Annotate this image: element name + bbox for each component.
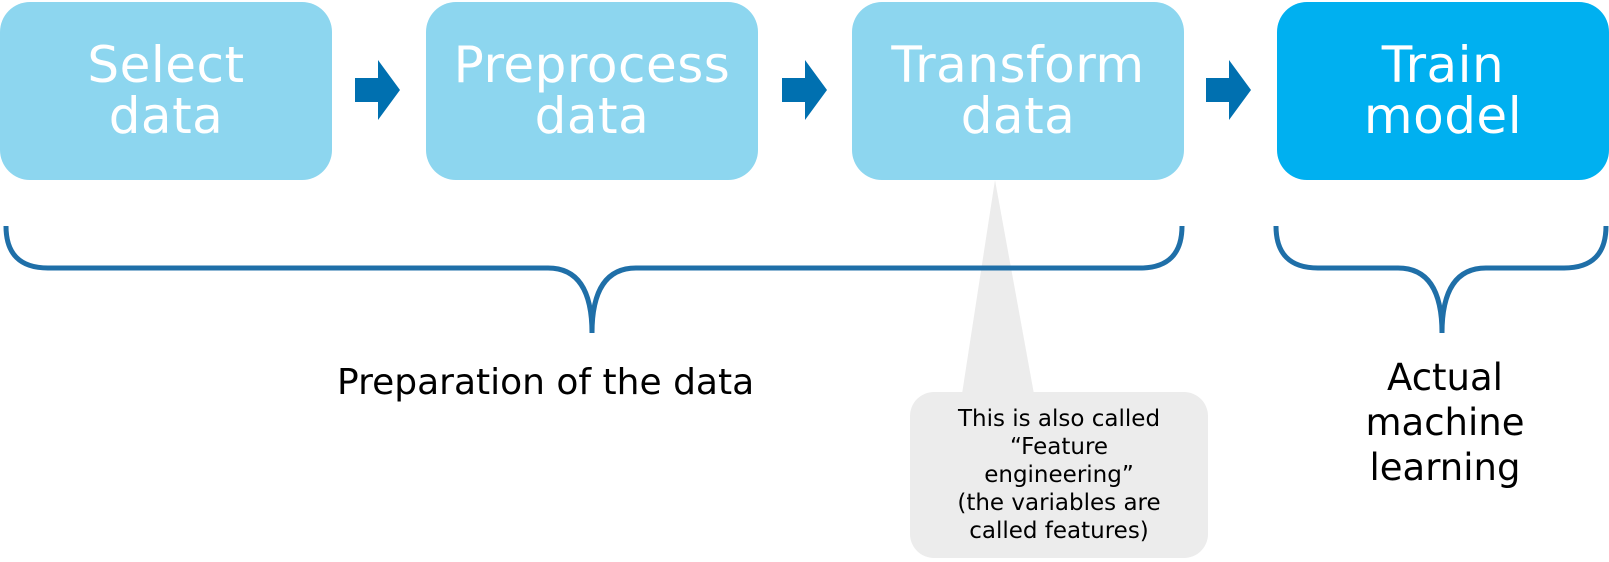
preparation-brace (3, 225, 1185, 334)
step-transform-data: Transform data (852, 2, 1184, 180)
callout-line5: called features) (969, 518, 1149, 544)
step-label-line2: data (534, 87, 650, 145)
step-train-model: Train model (1277, 2, 1609, 180)
callout-line3: engineering” (984, 462, 1134, 488)
callout-line2: “Feature (1009, 434, 1109, 460)
callout-line1: This is also called (957, 406, 1161, 432)
arrow-right-icon (355, 60, 400, 120)
ml-label-line1: Actual (1387, 356, 1503, 399)
step-preprocess-data: Preprocess data (426, 2, 758, 180)
step-label-line2: data (108, 87, 224, 145)
feature-engineering-callout: This is also called “Feature engineering… (910, 392, 1208, 558)
callout-line4: (the variables are (957, 490, 1161, 516)
ml-brace (1273, 225, 1609, 334)
arrow-right-icon (782, 60, 827, 120)
step-label-line1: Train (1381, 36, 1505, 94)
ml-label-line3: learning (1369, 446, 1521, 489)
machine-learning-label: Actual machine learning (1325, 355, 1565, 490)
preparation-label: Preparation of the data (337, 362, 755, 403)
step-label-line2: data (960, 87, 1076, 145)
arrow-right-icon (1206, 60, 1251, 120)
step-label-line1: Preprocess (453, 36, 731, 94)
step-label-line1: Transform (891, 36, 1145, 94)
step-label-line1: Select (87, 36, 245, 94)
step-select-data: Select data (0, 2, 332, 180)
callout-pointer (962, 180, 1034, 394)
step-label-line2: model (1363, 87, 1523, 145)
ml-label-line2: machine (1365, 401, 1525, 444)
